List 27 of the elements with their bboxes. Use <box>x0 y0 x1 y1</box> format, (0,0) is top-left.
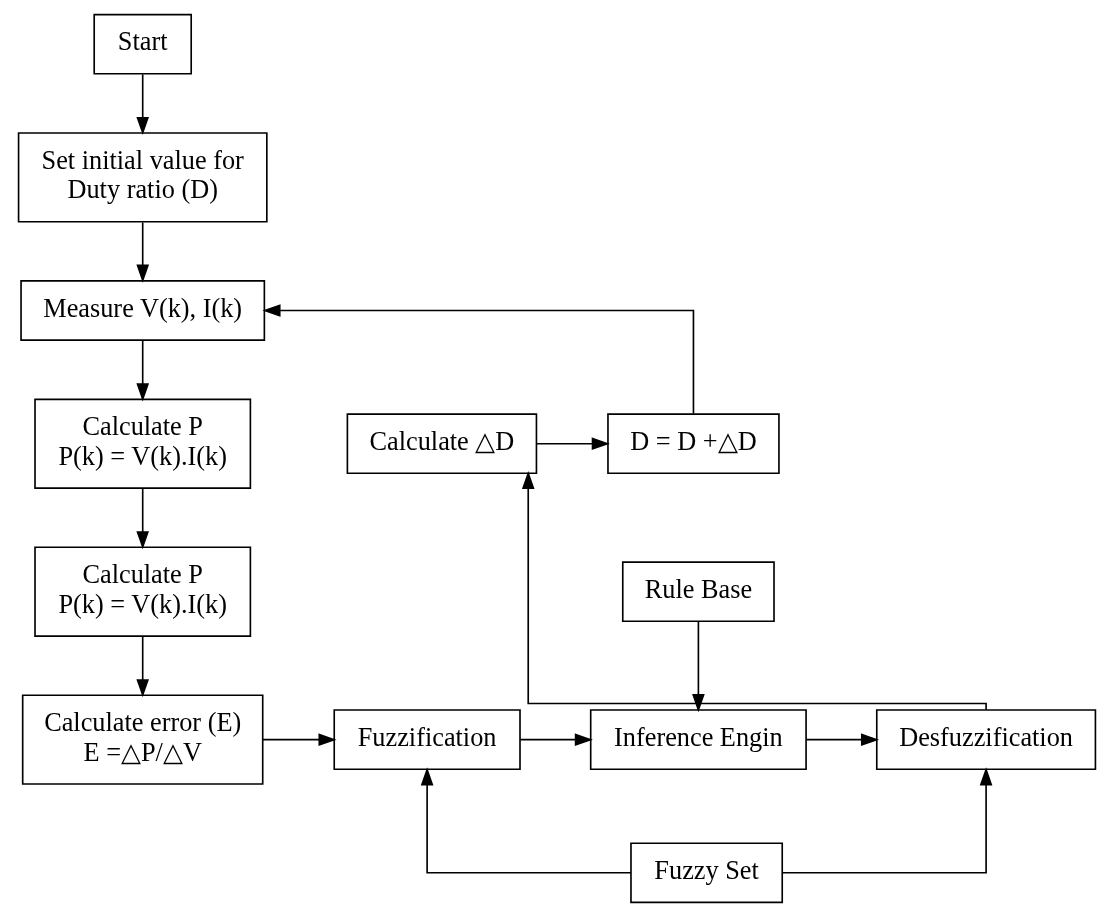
arrow <box>135 73 149 136</box>
node-box: Start <box>92 13 192 75</box>
node-box: Fuzzy Set <box>629 842 783 904</box>
arrow <box>420 767 632 874</box>
arrow <box>521 471 987 711</box>
node-box: Calculate P P(k) = V(k).I(k) <box>33 546 251 637</box>
arrow <box>135 221 149 283</box>
node-box: Set initial value for Duty ratio (D) <box>17 132 268 223</box>
node-box: Rule Base <box>621 561 775 623</box>
node-box: Desfuzzification <box>875 709 1096 771</box>
arrow <box>519 733 593 746</box>
node-box: D = D +△D <box>606 413 780 475</box>
node-box: Calculate error (E) E =△P/△V <box>21 694 264 785</box>
arrow <box>261 304 694 415</box>
arrow <box>135 339 149 402</box>
node-box: Measure V(k), I(k) <box>19 280 265 341</box>
arrow <box>135 635 149 698</box>
arrow <box>805 733 879 746</box>
arrow <box>691 620 705 713</box>
arrow <box>135 487 149 550</box>
node-box: Inference Engin <box>589 709 807 771</box>
node-box: Calculate P P(k) = V(k).I(k) <box>33 398 251 489</box>
arrow <box>780 767 992 874</box>
arrow <box>261 733 337 746</box>
node-box: Fuzzification <box>332 709 521 771</box>
arrow <box>535 437 610 451</box>
node-box: Calculate △D <box>346 413 537 475</box>
